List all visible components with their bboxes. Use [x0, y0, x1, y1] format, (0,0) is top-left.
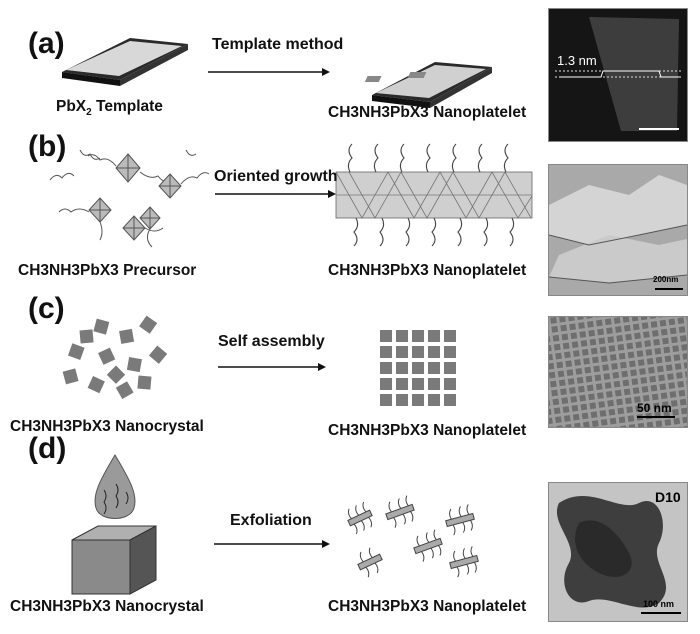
panel-b-label: (b): [28, 130, 67, 163]
caption-c-right: CH3NH3PbX3 Nanoplatelet: [328, 422, 527, 439]
micrograph-a-annotation: 1.3 nm: [557, 53, 597, 68]
micrograph-a: 1.3 nm: [548, 8, 688, 142]
caption-c-left: CH3NH3PbX3 Nanocrystal: [10, 418, 204, 435]
caption-d-right: CH3NH3PbX3 Nanoplatelet: [328, 598, 527, 615]
oriented-nanoplatelet: [335, 143, 533, 247]
micrograph-d: D10 100 nm: [548, 482, 688, 622]
assembled-nanocrystal-grid: [380, 330, 456, 406]
solvent-droplet: [94, 454, 136, 519]
panel-c-label: (c): [28, 292, 65, 325]
micrograph-d-annotation: 100 nm: [643, 599, 675, 609]
bulk-nanocrystal-cube: [71, 525, 157, 595]
micrograph-c-annotation: 50 nm: [637, 401, 672, 415]
precursor-molecules: [49, 149, 210, 248]
micrograph-b-annotation: 200nm: [653, 275, 679, 284]
panel-a-label: (a): [28, 27, 65, 60]
pbx2-template-plate: [62, 38, 188, 86]
panel-d-label: (d): [28, 432, 67, 465]
caption-a-left: PbX2 Template: [56, 98, 163, 119]
micrograph-b: 200nm: [548, 164, 688, 296]
template-nanoplatelet-plate: [364, 62, 492, 108]
method-label-a: Template method: [212, 36, 344, 53]
method-label-d: Exfoliation: [230, 512, 312, 529]
method-label-b: Oriented growth: [214, 168, 338, 185]
caption-b-right: CH3NH3PbX3 Nanoplatelet: [328, 262, 527, 279]
caption-b-left: CH3NH3PbX3 Precursor: [18, 262, 197, 279]
micrograph-c: 50 nm: [548, 316, 688, 428]
exfoliated-nanoplatelets: [347, 495, 479, 578]
method-label-c: Self assembly: [218, 333, 325, 350]
caption-d-left: CH3NH3PbX3 Nanocrystal: [10, 598, 204, 615]
micrograph-d-label: D10: [655, 489, 681, 505]
caption-a-right: CH3NH3PbX3 Nanoplatelet: [328, 104, 527, 121]
scattered-nanocrystals: [62, 315, 168, 400]
